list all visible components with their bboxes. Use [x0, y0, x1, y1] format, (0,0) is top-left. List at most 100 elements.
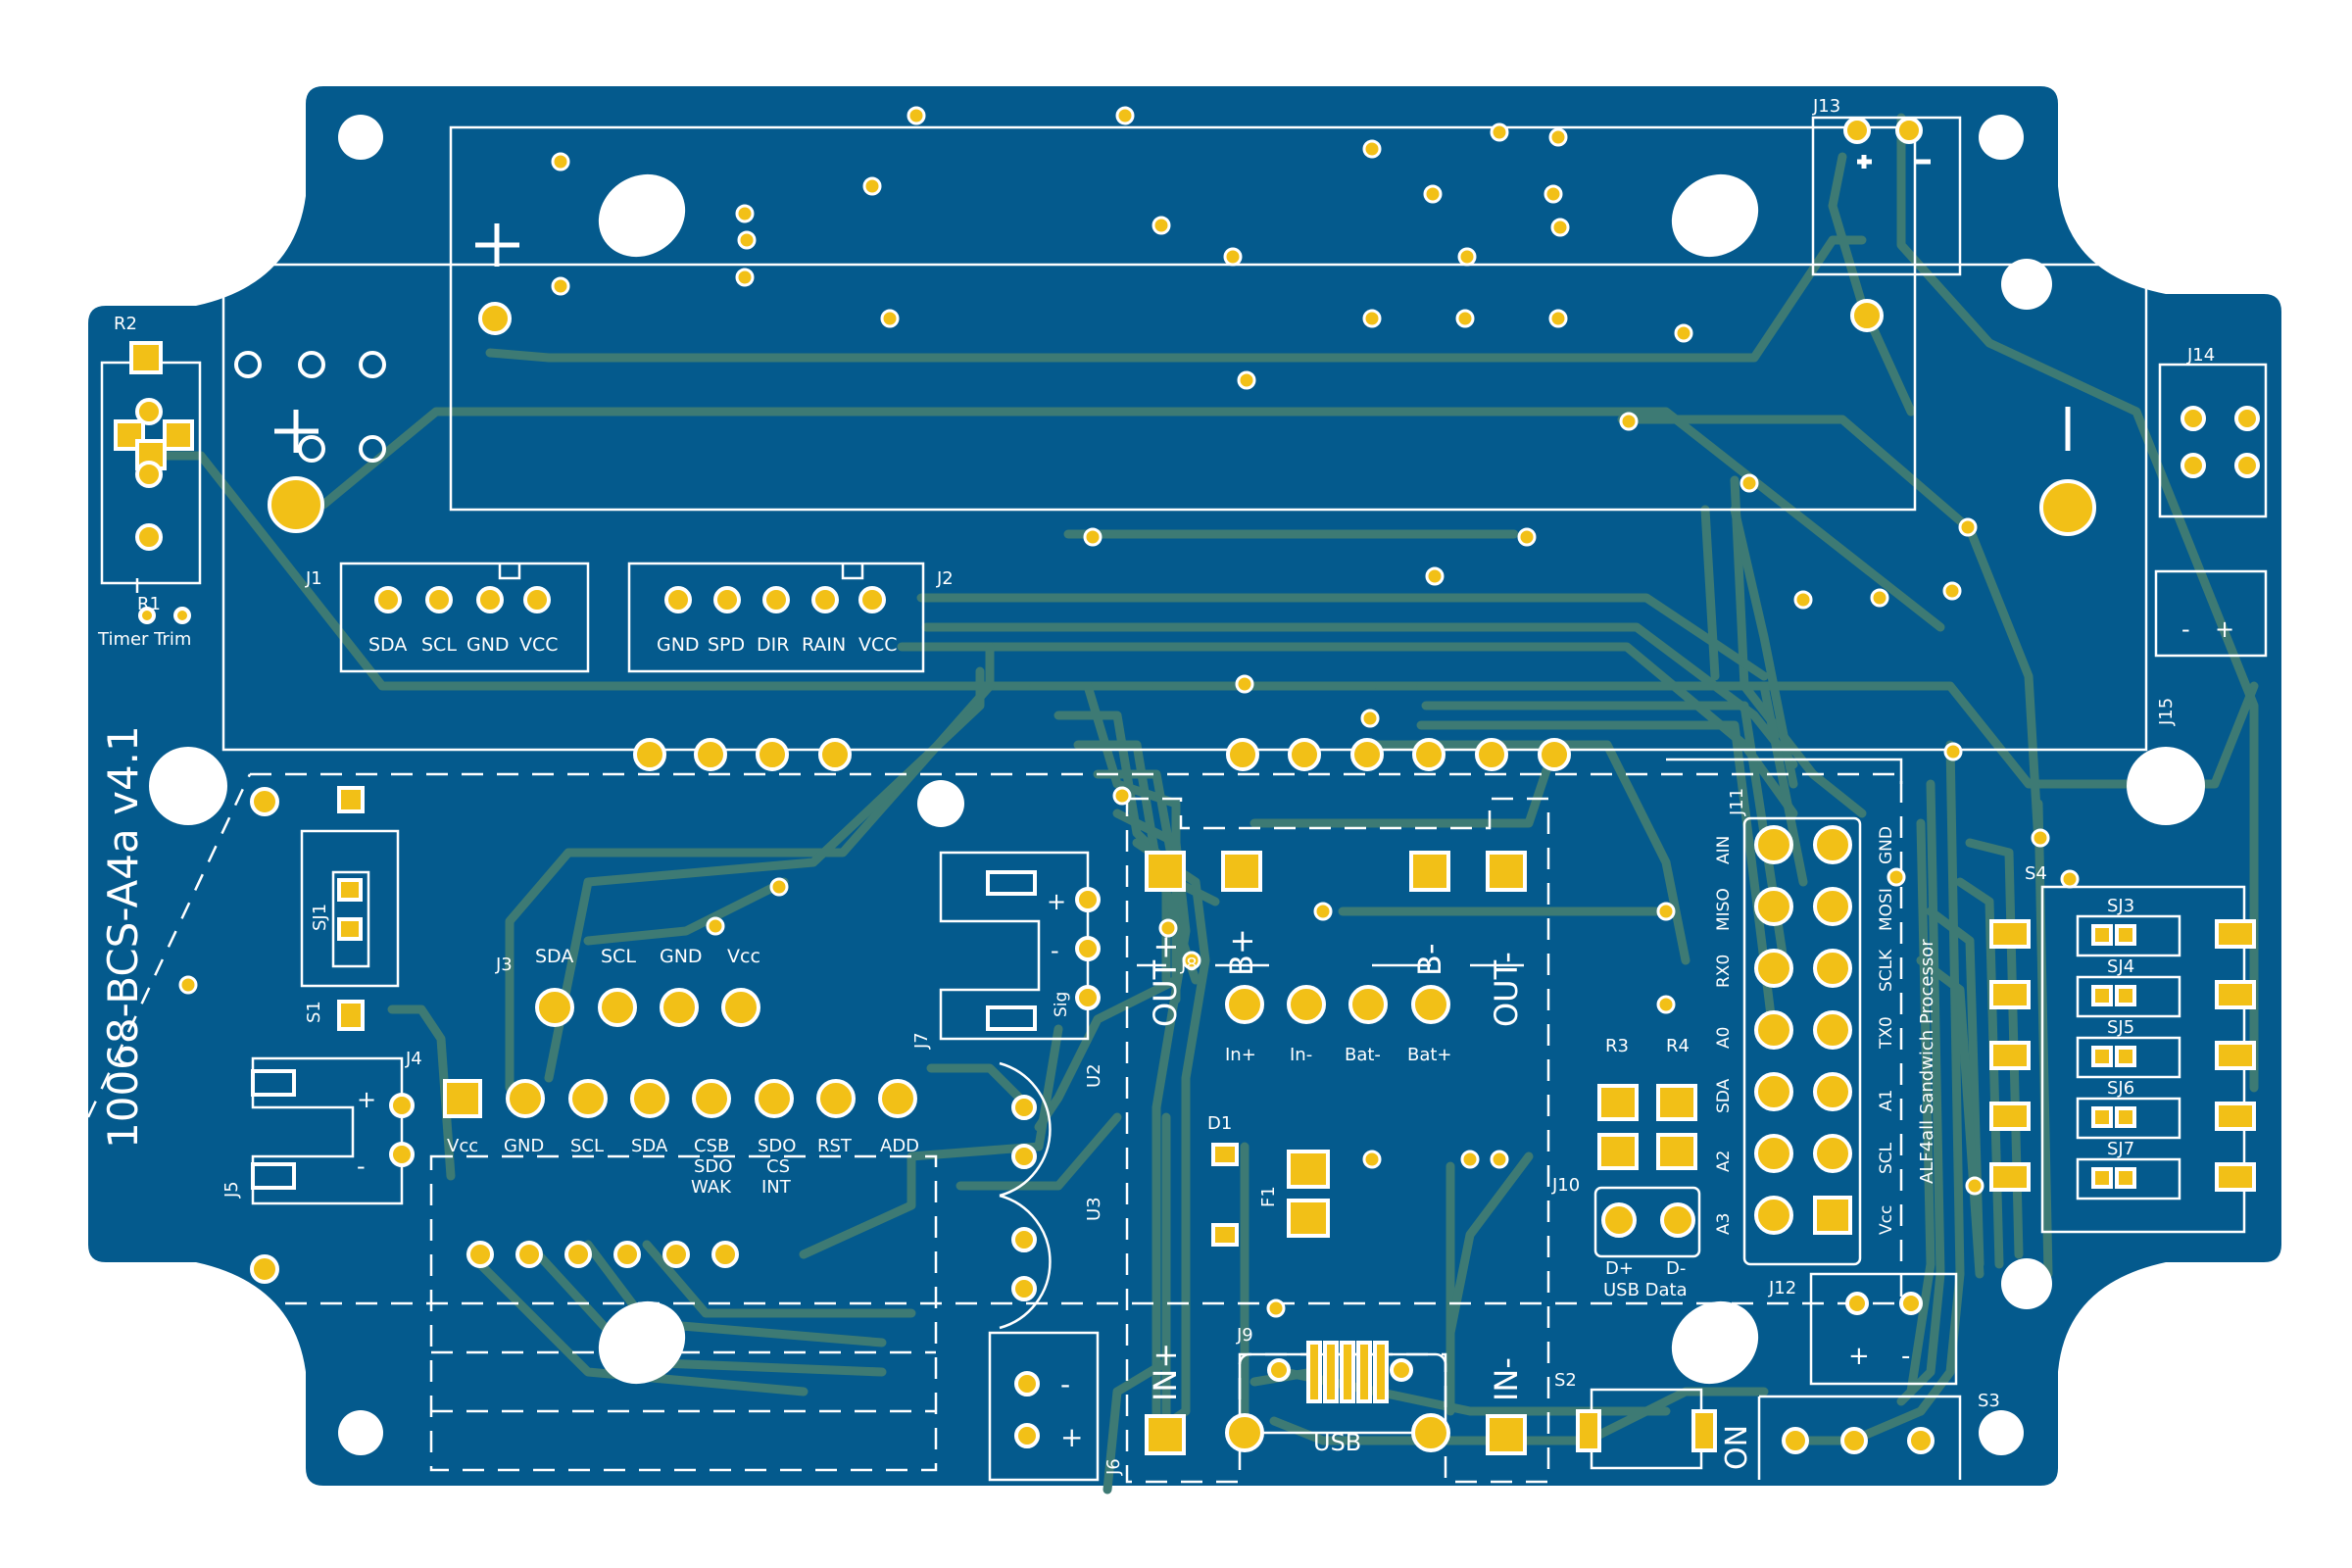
j13-outline [1811, 116, 1962, 276]
j2-pin [713, 586, 741, 613]
silkscreen-labels: 10068-BCS-A4a v4.1 R2 R1 Timer Trim J1 S… [97, 96, 2234, 1476]
j1-label: SDA [368, 634, 407, 656]
j15-minus: - [2181, 615, 2190, 643]
charger-out-pos: OUT+ [1147, 934, 1184, 1027]
j4-label: CSB [694, 1136, 729, 1156]
j10-label: D- [1666, 1258, 1686, 1279]
j12-plus: + [1848, 1342, 1870, 1371]
j8-pin [1348, 985, 1388, 1024]
j2-label: DIR [757, 634, 789, 656]
j1-label: GND [466, 634, 510, 656]
sj1-pad-frame [331, 870, 370, 968]
display-pad [478, 302, 512, 335]
j11-left-label: A2 [1714, 1151, 1734, 1172]
label-f1: F1 [1258, 1186, 1279, 1207]
j11-pin [1754, 1010, 1793, 1050]
display-pin [1226, 738, 1259, 771]
j4-pin [692, 1079, 731, 1118]
label-r2: R2 [114, 314, 137, 334]
charger-b-pos: B+ [1223, 928, 1260, 976]
j11-left-label: A3 [1714, 1213, 1734, 1235]
mount-hole [1979, 115, 2024, 160]
j3-pin [660, 988, 699, 1027]
j2-pin [811, 586, 839, 613]
mount-hole [338, 115, 383, 160]
j3-label: Vcc [727, 946, 760, 967]
label-s1: S1 [304, 1001, 324, 1023]
polarity-marks [274, 155, 2071, 453]
j7-minus: - [1051, 937, 1059, 964]
label-sj1: SJ1 [310, 904, 330, 931]
j8-label: In- [1290, 1045, 1312, 1065]
label-j12: J12 [1768, 1278, 1796, 1298]
j4-pin [568, 1079, 608, 1118]
j3-label: GND [660, 946, 703, 967]
j11-right-label: SCL [1877, 1142, 1896, 1174]
display-pin [1475, 738, 1508, 771]
j2-label: GND [657, 634, 700, 656]
label-j5: J5 [221, 1181, 242, 1199]
j11-outline [1742, 816, 1862, 1266]
slot-hole [1671, 1300, 1759, 1385]
j11-right-label: GND [1877, 826, 1896, 864]
j11-pin [1754, 887, 1793, 926]
j11-pin [1754, 949, 1793, 988]
j11-left-label: MISO [1714, 888, 1734, 931]
label-j7: J7 [911, 1032, 932, 1050]
j14-outline [2158, 363, 2268, 518]
j4-sub-label: WAK [691, 1177, 732, 1198]
j3-pin [535, 988, 574, 1027]
j2-pin [858, 586, 886, 613]
j12-outline [1809, 1272, 1958, 1386]
board-title: 10068-BCS-A4a v4.1 [99, 725, 147, 1149]
j11-pin [1813, 1134, 1852, 1173]
label-sj7: SJ7 [2107, 1139, 2134, 1159]
label-j11: J11 [1727, 788, 1747, 816]
label-j8: J8 [1180, 955, 1198, 975]
j2-pin [664, 586, 692, 613]
charger-b-neg: B- [1411, 944, 1448, 977]
mount-hole [2001, 259, 2052, 310]
j11-left-label: AIN [1714, 836, 1734, 864]
label-r1: R1 [137, 594, 161, 614]
j1-housing [339, 562, 590, 673]
label-j6: J6 [1103, 1458, 1124, 1476]
j8-label: Bat+ [1407, 1045, 1452, 1065]
j11-pin [1754, 825, 1793, 864]
usb-data-label: USB Data [1603, 1280, 1688, 1300]
j6-minus: - [1060, 1368, 1070, 1400]
j4-label: ADD [880, 1136, 919, 1156]
j3-pin [721, 988, 760, 1027]
j4-pin [816, 1079, 856, 1118]
out-pos-pad [1145, 851, 1186, 892]
j8-pin [1411, 985, 1450, 1024]
j6-outline [988, 1331, 1100, 1482]
j1-label: SCL [421, 634, 457, 656]
j4-sub-label: SDO [694, 1156, 732, 1177]
mount-hole [338, 1410, 383, 1455]
j11-pin [1754, 1134, 1793, 1173]
j4-pin-1 [443, 1079, 482, 1118]
j4-pin [630, 1079, 669, 1118]
label-j10: J10 [1551, 1175, 1580, 1196]
j1-pin [425, 586, 453, 613]
j2-housing [627, 562, 925, 673]
display-pin [1412, 738, 1446, 771]
j8-pin [1225, 985, 1264, 1024]
minus-sign: - [357, 1152, 366, 1180]
label-sj3: SJ3 [2107, 896, 2134, 916]
j11-pin [1813, 887, 1852, 926]
slot-hole [598, 173, 686, 258]
j7-plus: + [1047, 888, 1066, 915]
j4-pin [878, 1079, 917, 1118]
j3-pin [598, 988, 637, 1027]
plus-sign: + [357, 1086, 376, 1113]
usb-pad [1411, 1413, 1450, 1452]
display-pin [694, 738, 727, 771]
charger-outline [1125, 797, 1550, 1484]
label-u3: U3 [1084, 1197, 1104, 1221]
display-module-outline [221, 263, 2148, 752]
display-pin [818, 738, 852, 771]
j10-pin [1660, 1202, 1695, 1238]
